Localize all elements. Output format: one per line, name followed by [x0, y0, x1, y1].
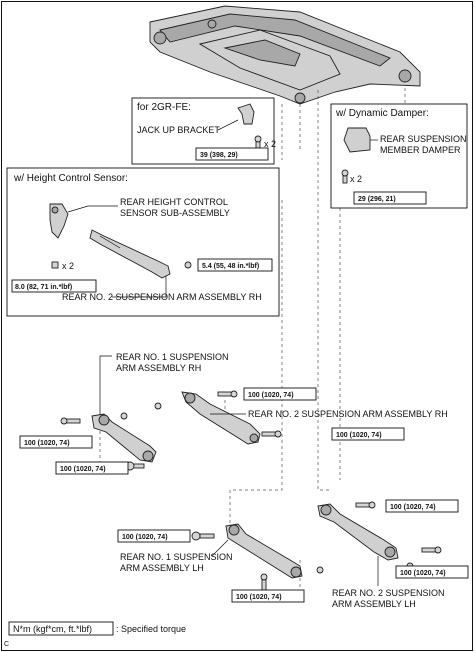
torque-value: 100 (1020, 74) [236, 594, 282, 601]
no2-arm-lh [317, 503, 399, 561]
bolt-icon [421, 547, 437, 553]
bolt-icon [274, 430, 282, 438]
nut-icon [154, 402, 162, 410]
no2-arm-lh-label-2: ARM ASSEMBLY LH [332, 599, 416, 609]
jack-up-bracket [237, 103, 255, 125]
torque-legend: N*m (kgf*cm, ft.*lbf) : Specified torque [8, 621, 186, 636]
sensor-label-1: REAR HEIGHT CONTROL [120, 197, 228, 207]
no1-arm-lh-label-2: ARM ASSEMBLY LH [120, 563, 204, 573]
bolt-icon [199, 533, 215, 539]
torque-box [385, 499, 459, 513]
bolt-icon [254, 135, 262, 143]
bolt-icon [434, 546, 442, 554]
torque-value: 100 (1020, 74) [336, 432, 382, 439]
torque-value: 100 (1020, 74) [400, 570, 446, 577]
legend-suffix: : Specified torque [116, 624, 186, 634]
torque-box [331, 427, 405, 441]
no1-arm-lh-label-1: REAR NO. 1 SUSPENSION [120, 552, 233, 562]
no2-arm-rh-box-label: REAR NO. 2 SUSPENSION ARM ASSEMBLY RH [62, 292, 262, 302]
torque-box [231, 589, 305, 603]
nut-icon [51, 261, 59, 269]
bolt-icon [217, 391, 233, 397]
bolt-icon [230, 390, 238, 398]
rear-suspension-member [149, 5, 421, 105]
bolt-icon [261, 431, 277, 437]
torque-box [19, 435, 93, 449]
no2-arm-lh-label-1: REAR NO. 2 SUSPENSION [332, 588, 445, 598]
no1-arm-rh-label-1: REAR NO. 1 SUSPENSION [116, 352, 229, 362]
torque-value: 8.0 (82, 71 in.*lbf) [15, 284, 72, 291]
engine-box-title: for 2GR-FE: [137, 102, 191, 113]
bolt-icon [60, 417, 68, 425]
sensor-box: w/ Height Control Sensor: REAR HEIGHT CO… [6, 167, 280, 317]
rh-arms: REAR NO. 1 SUSPENSION ARM ASSEMBLY RH 10… [19, 352, 448, 475]
torque-value: 29 (296, 21) [358, 196, 396, 203]
no1-arm-rh-label-2: ARM ASSEMBLY RH [116, 363, 201, 373]
torque-box [55, 461, 129, 475]
damper-box-title: w/ Dynamic Damper: [335, 108, 429, 119]
no2-arm-rh-label: REAR NO. 2 SUSPENSION ARM ASSEMBLY RH [248, 409, 448, 419]
legend-unit: N*m (kgf*cm, ft.*lbf) [13, 624, 92, 634]
qty-label: x 2 [62, 261, 74, 271]
bolt-icon [341, 169, 349, 177]
bolt-icon [65, 418, 81, 424]
nut-icon [191, 531, 201, 541]
lh-arms: 100 (1020, 74) 100 (1020, 74) REAR NO. 2… [117, 499, 469, 609]
sensor-label-2: SENSOR SUB-ASSEMBLY [120, 208, 230, 218]
torque-box [353, 191, 427, 205]
torque-value: 100 (1020, 74) [24, 440, 70, 447]
torque-value: 5.4 (55, 48 in.*lbf) [202, 263, 259, 270]
torque-value: 100 (1020, 74) [60, 466, 106, 473]
bolt-icon [355, 502, 371, 508]
corner-mark: C [4, 641, 9, 648]
bolt-icon [368, 501, 376, 509]
damper-box: w/ Dynamic Damper: REAR SUSPENSION MEMBE… [330, 103, 468, 209]
damper-label-2: MEMBER DAMPER [380, 145, 461, 155]
torque-value: 100 (1020, 74) [390, 504, 436, 511]
torque-value: 39 (398, 29) [200, 152, 238, 159]
torque-value: 100 (1020, 74) [122, 534, 168, 541]
sensor-box-title: w/ Height Control Sensor: [13, 173, 128, 184]
damper-label-1: REAR SUSPENSION [380, 134, 467, 144]
torque-box [197, 258, 273, 272]
engine-box: for 2GR-FE: JACK UP BRACKET x 2 39 (398,… [131, 97, 276, 165]
nut-icon [316, 566, 324, 574]
torque-value: 100 (1020, 74) [248, 392, 294, 399]
qty-label: x 2 [264, 139, 276, 149]
nut-icon [184, 261, 192, 269]
nut-icon [120, 412, 128, 420]
torque-box [117, 529, 191, 543]
torque-box [195, 147, 269, 161]
bolt-icon [260, 573, 268, 581]
torque-box [11, 279, 97, 293]
jack-up-bracket-label: JACK UP BRACKET [137, 125, 220, 135]
torque-box [395, 565, 469, 579]
member-damper [343, 127, 371, 153]
qty-label: x 2 [350, 174, 362, 184]
torque-box [243, 387, 317, 401]
no2-arm-rh [181, 391, 261, 445]
